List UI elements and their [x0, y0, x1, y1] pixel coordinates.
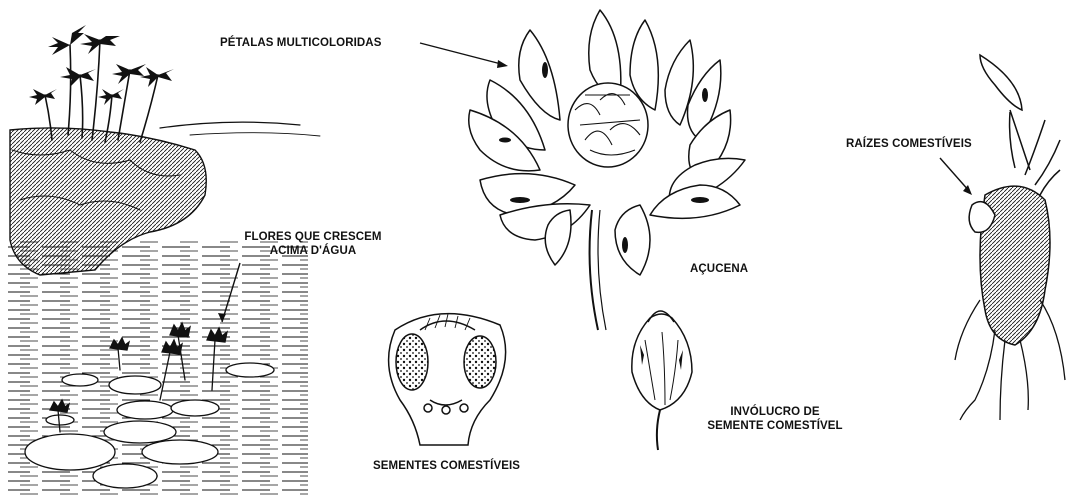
envelope-label-line2: SEMENTE COMESTÍVEL: [700, 419, 850, 433]
seeds-label: SEMENTES COMESTÍVEIS: [373, 459, 520, 473]
pond-scene-illustration: [8, 25, 320, 495]
flowers-label-line1: FLORES QUE CRESCEM: [228, 230, 398, 244]
flower-bud-illustration: [632, 311, 692, 450]
petals-leader-line: [420, 43, 505, 65]
roots-leader-line: [940, 158, 970, 192]
arrowhead-icon: [497, 60, 508, 68]
water-lily-flower-illustration: [469, 10, 745, 330]
palm-trees-icon: [29, 25, 174, 142]
envelope-label: INVÓLUCRO DE SEMENTE COMESTÍVEL: [700, 405, 850, 433]
petals-label: PÉTALAS MULTICOLORIDAS: [220, 36, 382, 50]
roots-label: RAÍZES COMESTÍVEIS: [846, 137, 972, 151]
rhizome-illustration: [955, 55, 1065, 420]
seed-pod-illustration: [389, 314, 506, 445]
envelope-label-line1: INVÓLUCRO DE: [700, 405, 850, 419]
flowers-label-line2: ACIMA D'ÁGUA: [228, 244, 398, 258]
flowers-label: FLORES QUE CRESCEM ACIMA D'ÁGUA: [228, 230, 398, 258]
plant-name-label: AÇUCENA: [690, 262, 748, 276]
